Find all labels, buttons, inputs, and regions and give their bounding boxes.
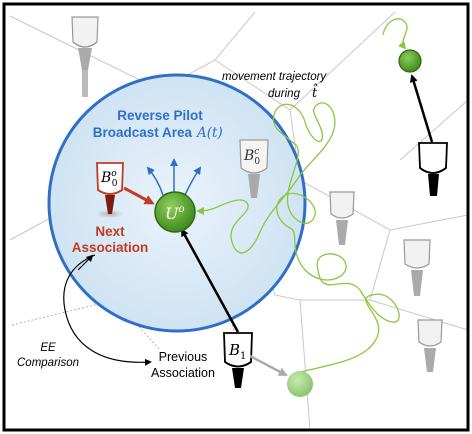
movement-trajectory <box>196 102 400 373</box>
bs-b0c <box>239 139 269 198</box>
bs-b0o <box>96 162 124 218</box>
trajectory-label-math: t̂ <box>312 83 318 101</box>
ee-comparison-line1: EE <box>40 342 56 354</box>
bs-faded-2 <box>329 191 355 245</box>
broadcast-arrows <box>146 158 202 196</box>
user-top-right <box>398 49 422 73</box>
area-title-math: A(t) <box>195 125 223 141</box>
next-association-line2: Association <box>72 240 149 255</box>
bs-faded-1 <box>71 16 99 97</box>
arrow-b1-to-user <box>180 228 240 333</box>
user-label: Uo <box>165 204 185 223</box>
user-current <box>154 191 196 233</box>
bs-faded-3 <box>403 239 431 296</box>
previous-association-line1: Previous <box>159 350 208 364</box>
trajectory-start <box>382 18 408 50</box>
bs-b1 <box>223 332 253 388</box>
next-association-line1: Next <box>95 224 125 239</box>
area-title-line2: Broadcast Area <box>93 125 193 140</box>
user-faded <box>287 371 313 397</box>
area-title-line1: Reverse Pilot <box>117 108 203 123</box>
bs-faded-4 <box>417 319 443 372</box>
b1-label: B1 <box>228 341 246 362</box>
arrow-b1-to-faded-user <box>249 354 288 377</box>
previous-association-line2: Association <box>151 366 215 380</box>
ee-comparison-arrow <box>63 254 152 366</box>
trajectory-label-line1: movement trajectory <box>222 71 327 83</box>
ee-comparison-line2: Comparison <box>17 357 79 369</box>
arrow-black-top <box>409 74 434 143</box>
arrow-next-association <box>123 186 155 205</box>
ee-comparison-arrow-up <box>77 254 94 271</box>
trajectory-label-line2: during <box>268 88 301 100</box>
bs-black-right <box>418 142 448 196</box>
